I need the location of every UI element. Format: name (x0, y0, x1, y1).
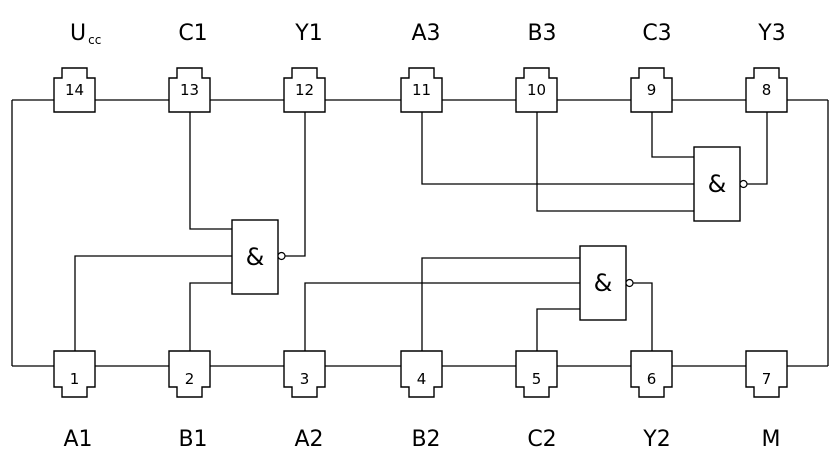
pin-number: 3 (300, 370, 310, 388)
pin-number: 5 (532, 370, 542, 388)
pin-name: B1 (178, 427, 207, 452)
pin-11: 11 A3 (400, 21, 443, 113)
gate-1: & (231, 219, 286, 295)
pin-2: 2 B1 (168, 350, 211, 452)
top-pin-shape (745, 67, 788, 113)
pin-name: M (762, 427, 781, 452)
pin-name: Y3 (757, 21, 785, 46)
pin-number: 14 (65, 81, 84, 99)
wire-b3-to-gate3 (536, 112, 694, 212)
wire-a3-to-gate3 (421, 112, 694, 185)
internal-wiring (74, 112, 768, 351)
gate-2: & (579, 245, 634, 321)
wire-gate1-to-y1 (285, 112, 306, 257)
pin-number: 11 (412, 81, 431, 99)
bottom-pin-shape (630, 350, 673, 398)
pin-number: 10 (527, 81, 546, 99)
wire-b2-to-gate2 (421, 257, 580, 351)
and-symbol: & (594, 269, 613, 297)
pin-name: B2 (411, 427, 440, 452)
pin-name: A2 (294, 427, 323, 452)
wire-a2-to-gate2 (304, 282, 580, 351)
bottom-pin-shape (53, 350, 96, 398)
gate-3: & (693, 146, 748, 222)
pin-1: 1 A1 (53, 350, 96, 452)
top-pin-shape (515, 67, 558, 113)
pin-6: 6 Y2 (630, 350, 673, 452)
package-outline (11, 99, 829, 367)
wire-b1-to-gate1 (189, 282, 232, 351)
pin-number: 2 (185, 370, 195, 388)
bottom-pin-shape (745, 350, 788, 398)
pin-name: A1 (63, 427, 92, 452)
pin-3: 3 A2 (283, 350, 326, 452)
wire-c3-to-gate3 (651, 112, 694, 158)
wire-c1-to-gate1 (189, 112, 232, 230)
bottom-pin-shape (515, 350, 558, 398)
pin-name: Y1 (294, 21, 322, 46)
pin-number: 1 (70, 370, 80, 388)
pin-name: A3 (411, 21, 440, 46)
pin-name: C2 (527, 427, 556, 452)
pin-10: 10 B3 (515, 21, 558, 113)
pin-4: 4 B2 (400, 350, 443, 452)
pin-9: 9 C3 (630, 21, 673, 113)
pin-name: Y2 (642, 427, 670, 452)
inverter-bubble-icon (739, 179, 748, 189)
bottom-pin-shape (283, 350, 326, 398)
and-symbol: & (246, 243, 265, 271)
pin-8: 8 Y3 (745, 21, 788, 113)
pin-12: 12 Y1 (283, 21, 326, 113)
and-gate-box (693, 146, 741, 222)
bottom-pin-row: 1 A1 2 B1 3 A2 4 B2 5 C2 6 Y2 (53, 350, 788, 452)
inverter-bubble-icon (277, 251, 286, 261)
wire-gate3-to-y3 (746, 112, 768, 185)
pin-number: 7 (762, 370, 772, 388)
wire-a1-to-gate1 (74, 255, 232, 351)
pin-number: 4 (417, 370, 427, 388)
and-gate-box (231, 219, 279, 295)
pin-number: 12 (295, 81, 314, 99)
top-pin-shape (630, 67, 673, 113)
pin-name: B3 (527, 21, 556, 46)
pin-13: 13 C1 (168, 21, 211, 113)
pin-number: 8 (762, 81, 772, 99)
pin-name: C3 (642, 21, 671, 46)
wire-gate2-to-y2 (633, 282, 653, 351)
pin-number: 13 (180, 81, 199, 99)
inverter-bubble-icon (625, 278, 634, 288)
pin-number: 6 (647, 370, 657, 388)
top-pin-shape (168, 67, 211, 113)
and-gate-box (579, 245, 627, 321)
pin-5: 5 C2 (515, 350, 558, 452)
wire-c2-to-gate2 (536, 308, 580, 351)
top-pin-shape (53, 67, 96, 113)
bottom-pin-shape (168, 350, 211, 398)
pin-7: 7 M (745, 350, 788, 452)
pin-name: C1 (178, 21, 207, 46)
and-symbol: & (708, 170, 727, 198)
pin-number: 9 (647, 81, 657, 99)
bottom-pin-shape (400, 350, 443, 398)
top-pin-shape (400, 67, 443, 113)
top-pin-shape (283, 67, 326, 113)
